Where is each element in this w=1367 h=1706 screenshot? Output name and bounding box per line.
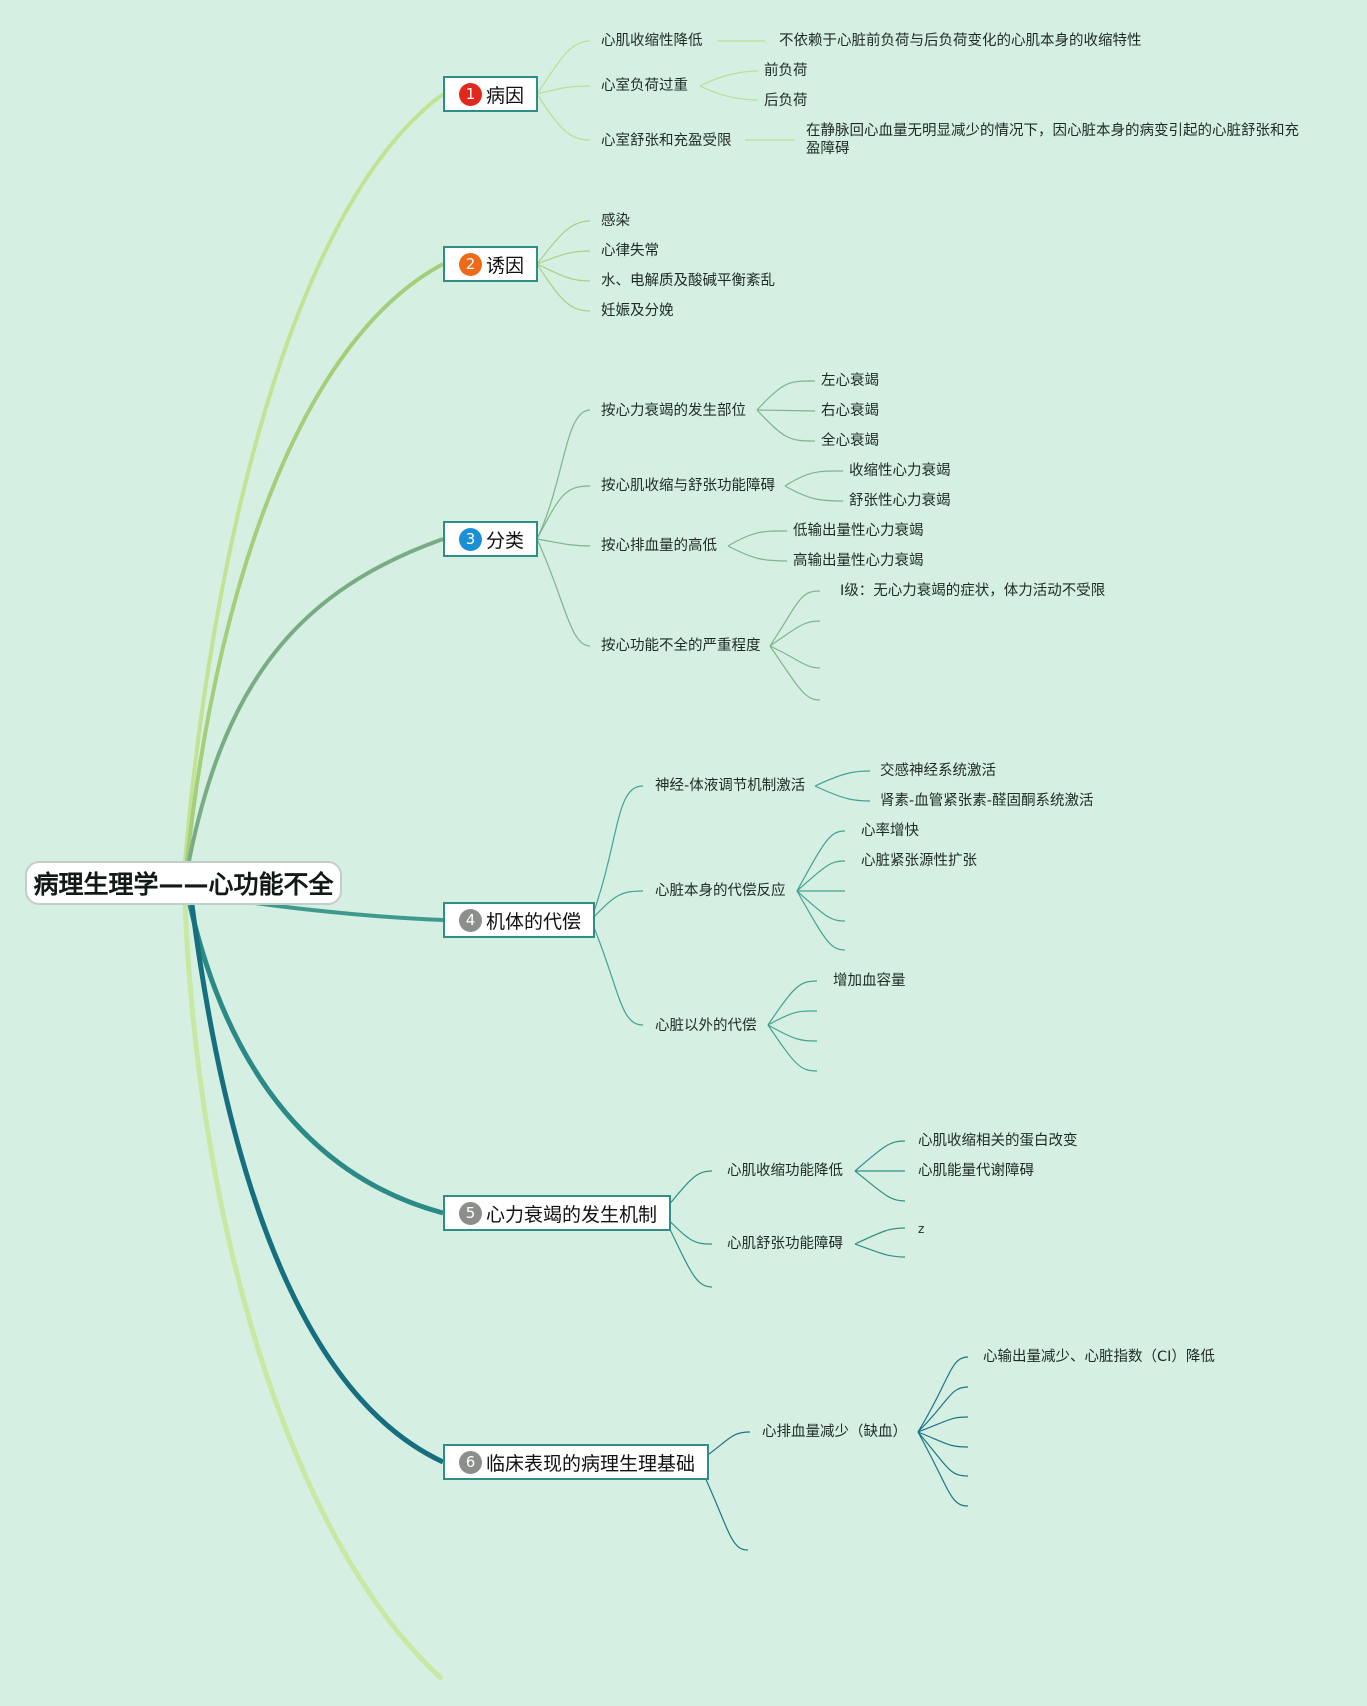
topic-6-label: 临床表现的病理生理基础 bbox=[486, 1452, 696, 1475]
subtopic-label[interactable]: 心脏本身的代偿反应 bbox=[655, 883, 786, 899]
subtopic-label[interactable]: 心室负荷过重 bbox=[601, 78, 688, 94]
connectors-topic-2 bbox=[536, 220, 591, 312]
topic-4-label: 机体的代偿 bbox=[486, 910, 582, 933]
leaf-label[interactable]: 收缩性心力衰竭 bbox=[849, 463, 951, 479]
subtopic-label[interactable]: 心排血量减少（缺血） bbox=[762, 1424, 907, 1440]
subtopic-label[interactable]: 心律失常 bbox=[601, 243, 659, 259]
subtopic-label[interactable]: 妊娠及分娩 bbox=[601, 303, 674, 319]
topic-5-label: 心力衰竭的发生机制 bbox=[486, 1203, 658, 1226]
leaf-label[interactable]: 全心衰竭 bbox=[821, 433, 879, 449]
leaf-label[interactable]: 前负荷 bbox=[764, 63, 808, 79]
subtopic-label[interactable]: 心肌舒张功能障碍 bbox=[727, 1236, 843, 1252]
leaf-label[interactable]: 低输出量性心力衰竭 bbox=[793, 523, 924, 539]
subtopic-label[interactable]: 神经-体液调节机制激活 bbox=[655, 778, 806, 794]
subtopic-label[interactable]: 心肌收缩性降低 bbox=[601, 33, 703, 49]
leaf-label[interactable]: 增加血容量 bbox=[833, 973, 906, 989]
leaf-label[interactable]: 心脏紧张源性扩张 bbox=[861, 853, 977, 869]
subtopic-label[interactable]: 感染 bbox=[601, 213, 630, 229]
branch-line-1 bbox=[183, 92, 445, 862]
subtopic-label[interactable]: 按心功能不全的严重程度 bbox=[601, 638, 761, 654]
connectors-topic-1 bbox=[536, 40, 795, 141]
subtopic-label[interactable]: 按心肌收缩与舒张功能障碍 bbox=[601, 478, 775, 494]
root-node[interactable]: 病理生理学——心功能不全 bbox=[25, 861, 342, 905]
branch-line-3 bbox=[187, 537, 444, 862]
topic-6-node[interactable]: 6 临床表现的病理生理基础 bbox=[443, 1444, 710, 1480]
leaf-label[interactable]: 高输出量性心力衰竭 bbox=[793, 553, 924, 569]
branch-line-extra bbox=[182, 904, 444, 1681]
leaf-label[interactable]: 后负荷 bbox=[764, 93, 808, 109]
topic-1-node[interactable]: 1 病因 bbox=[443, 76, 539, 112]
number-badge-5: 5 bbox=[459, 1201, 482, 1225]
leaf-label[interactable]: 在静脉回心血量无明显减少的情况下，因心脏本身的病变引起的心脏舒张和充盈障碍 bbox=[806, 123, 1299, 157]
branch-line-2 bbox=[185, 262, 444, 862]
subtopic-label[interactable]: 水、电解质及酸碱平衡紊乱 bbox=[601, 273, 775, 289]
branch-line-4 bbox=[254, 901, 444, 922]
connectors-topic-4 bbox=[590, 770, 871, 1072]
topic-1-label: 病因 bbox=[486, 84, 525, 107]
branch-line-6 bbox=[189, 904, 445, 1465]
topic-2-node[interactable]: 2 诱因 bbox=[443, 246, 539, 282]
subtopic-label[interactable]: 心肌收缩功能降低 bbox=[727, 1163, 843, 1179]
number-badge-3: 3 bbox=[459, 527, 482, 551]
leaf-label[interactable]: 左心衰竭 bbox=[821, 373, 879, 389]
leaf-label[interactable]: 心肌收缩相关的蛋白改变 bbox=[918, 1133, 1078, 1149]
subtopic-label[interactable]: 心室舒张和充盈受限 bbox=[601, 133, 732, 149]
topic-3-label: 分类 bbox=[486, 529, 525, 552]
leaf-label[interactable]: 心肌能量代谢障碍 bbox=[918, 1163, 1034, 1179]
number-badge-6: 6 bbox=[459, 1450, 482, 1474]
number-badge-1: 1 bbox=[459, 82, 482, 106]
subtopic-label[interactable]: 按心力衰竭的发生部位 bbox=[601, 403, 746, 419]
leaf-label[interactable]: z bbox=[918, 1222, 925, 1236]
leaf-label[interactable]: 心率增快 bbox=[861, 823, 919, 839]
leaf-label[interactable]: 舒张性心力衰竭 bbox=[849, 493, 951, 509]
topic-3-node[interactable]: 3 分类 bbox=[443, 521, 539, 557]
topic-5-node[interactable]: 5 心力衰竭的发生机制 bbox=[443, 1195, 672, 1231]
number-badge-4: 4 bbox=[459, 908, 482, 932]
leaf-label[interactable]: 心输出量减少、心脏指数（CI）降低 bbox=[983, 1349, 1215, 1365]
leaf-label[interactable]: 右心衰竭 bbox=[821, 403, 879, 419]
leaf-label[interactable]: 肾素-血管紧张素-醛固酮系统激活 bbox=[880, 793, 1094, 809]
topic-2-label: 诱因 bbox=[486, 254, 525, 277]
connectors-topic-6 bbox=[697, 1356, 969, 1551]
leaf-label[interactable]: Ⅰ级：无心力衰竭的症状，体力活动不受限 bbox=[840, 583, 1106, 599]
branch-line-5 bbox=[187, 904, 444, 1216]
connectors-topic-3 bbox=[536, 380, 844, 701]
subtopic-label[interactable]: 心脏以外的代偿 bbox=[655, 1018, 757, 1034]
number-badge-2: 2 bbox=[459, 252, 482, 276]
leaf-label[interactable]: 不依赖于心脏前负荷与后负荷变化的心肌本身的收缩特性 bbox=[779, 33, 1142, 49]
leaf-label[interactable]: 交感神经系统激活 bbox=[880, 763, 996, 779]
subtopic-label[interactable]: 按心排血量的高低 bbox=[601, 538, 717, 554]
topic-4-node[interactable]: 4 机体的代偿 bbox=[443, 902, 596, 938]
